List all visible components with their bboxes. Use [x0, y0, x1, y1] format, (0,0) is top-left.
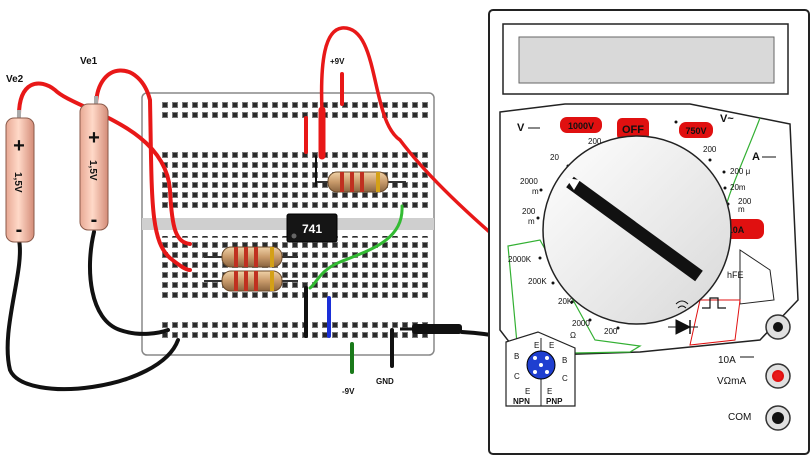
battery-plus-sign: +	[88, 127, 100, 149]
badge-1000v	[560, 117, 602, 133]
badge-off	[617, 118, 649, 140]
svg-text:200K: 200K	[528, 277, 547, 286]
svg-text:20K: 20K	[558, 297, 573, 306]
red-wire-ve1	[94, 68, 192, 272]
svg-text:B: B	[562, 356, 567, 365]
battery-label-ve1: Ve1	[80, 56, 98, 67]
svg-text:C: C	[562, 374, 568, 383]
svg-text:Ω: Ω	[570, 331, 576, 340]
svg-text:2000: 2000	[520, 177, 538, 186]
battery-minus-sign: -	[91, 209, 98, 231]
svg-text:E: E	[534, 341, 539, 350]
svg-text:200 μ: 200 μ	[730, 167, 751, 176]
green-wire	[308, 204, 404, 290]
multimeter: 1000V OFF 750V 10A V V~ A 200 20 2000 m …	[488, 9, 810, 455]
svg-text:200: 200	[588, 137, 602, 146]
chip-label: 741	[302, 222, 322, 236]
badge-750v	[679, 122, 713, 138]
svg-text:20m: 20m	[730, 183, 746, 192]
badge-10a	[722, 219, 764, 239]
svg-text:B: B	[514, 352, 519, 361]
black-wire-ve1	[87, 230, 170, 336]
svg-text:C: C	[514, 372, 520, 381]
rail-label-minus9: -9V	[342, 387, 355, 396]
hfe-label: hFE	[727, 270, 744, 280]
breadboard	[141, 92, 435, 356]
transistor-socket: E B C E E B C E NPN PNP	[505, 331, 576, 407]
jack-label-vomega: VΩmA	[717, 376, 746, 387]
battery-voltage: 1,5V	[87, 160, 98, 181]
battery-minus-sign: -	[16, 219, 23, 241]
red-wire-ve2	[16, 81, 192, 246]
svg-text:200: 200	[738, 197, 752, 206]
battery-ve1: + - 1,5V Ve1	[79, 56, 109, 231]
svg-text:E: E	[525, 387, 530, 396]
lcd-screen	[518, 36, 775, 84]
svg-text:200: 200	[522, 207, 536, 216]
svg-text:750V: 750V	[685, 126, 706, 136]
black-wire-ve2	[5, 238, 180, 392]
probe-black	[400, 324, 462, 334]
jumpers	[304, 72, 404, 374]
resistor-low	[204, 270, 298, 292]
battery-voltage: 1,5V	[12, 172, 23, 193]
battery-label-ve2: Ve2	[6, 74, 24, 85]
svg-text:2000: 2000	[572, 319, 590, 328]
battery-plus-sign: +	[13, 135, 25, 157]
svg-text:m: m	[738, 205, 745, 214]
rotary-dial[interactable]	[542, 135, 732, 325]
svg-text:10A: 10A	[728, 225, 745, 235]
svg-text:E: E	[547, 387, 552, 396]
dca-label: A	[752, 151, 760, 163]
svg-text:200: 200	[703, 145, 717, 154]
battery-ve2: + - 1,5V Ve2	[5, 74, 35, 243]
svg-text:E: E	[549, 341, 554, 350]
svg-text:1000V: 1000V	[568, 121, 594, 131]
npn-label: NPN	[513, 397, 530, 406]
svg-text:m: m	[528, 217, 535, 226]
resistor-mid	[204, 246, 298, 268]
jack-label-com: COM	[728, 412, 751, 423]
svg-text:20: 20	[550, 153, 559, 162]
rail-label-gnd: GND	[376, 377, 394, 386]
square-wave-icon	[702, 297, 726, 309]
svg-text:200: 200	[604, 327, 618, 336]
jack-label-10a: 10A	[718, 355, 736, 366]
svg-text:m: m	[532, 187, 539, 196]
dcv-label: V	[517, 122, 525, 134]
pnp-label: PNP	[546, 397, 563, 406]
svg-text:2000K: 2000K	[508, 255, 532, 264]
rail-label-plus9: +9V	[330, 57, 345, 66]
svg-text:OFF: OFF	[622, 124, 644, 136]
jack-10a[interactable]	[765, 314, 791, 340]
resistor-top	[316, 171, 406, 193]
acv-label: V~	[720, 113, 734, 125]
opamp-chip: 741	[286, 213, 338, 243]
diode-icon	[668, 300, 698, 335]
